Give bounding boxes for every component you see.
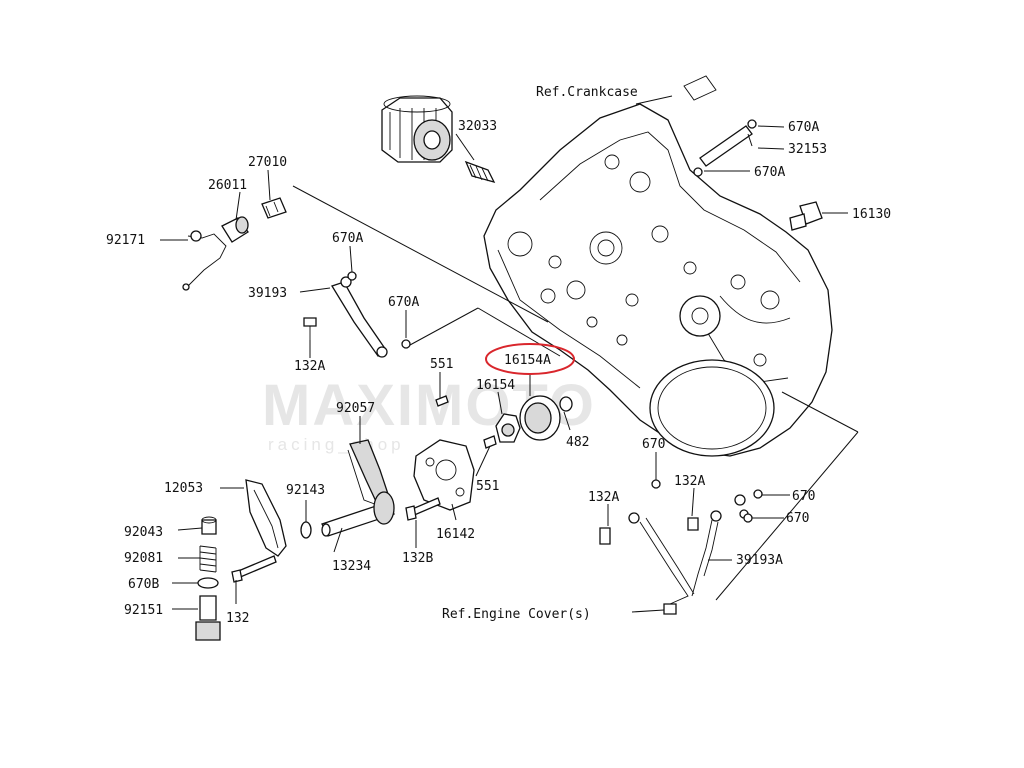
part-label-132B: 132B: [402, 551, 433, 566]
part-label-12053: 12053: [164, 481, 203, 496]
pipe-39193-left: [331, 271, 411, 358]
washer-482: [559, 396, 573, 412]
switch-27010: [261, 197, 287, 219]
sprocket-shaft-13234: [321, 491, 395, 537]
part-label-132A-right2: 132A: [674, 474, 705, 489]
part-label-32153: 32153: [788, 142, 827, 157]
plug-92151: [195, 595, 221, 641]
part-number-labels: 32033 670A 32153 670A 27010 26011 92171 …: [106, 119, 891, 626]
guide-12053: [245, 479, 287, 557]
part-label-13234: 13234: [332, 559, 371, 574]
pin-551-bottom: [483, 435, 497, 449]
collar-92143: [300, 521, 312, 539]
part-label-16154A: 16154A: [504, 353, 551, 368]
part-label-670A-left1: 670A: [332, 231, 363, 246]
part-label-16142: 16142: [436, 527, 475, 542]
part-label-26011: 26011: [208, 178, 247, 193]
part-label-92171: 92171: [106, 233, 145, 248]
pin-551-top: [435, 395, 449, 407]
plunger-92043: [201, 516, 217, 535]
ref-engine-cover-label: Ref.Engine Cover(s): [442, 607, 591, 622]
lead-92171: [182, 230, 227, 291]
pipe-39193A-right: [628, 479, 763, 605]
part-label-16154: 16154: [476, 378, 515, 393]
part-label-670-right1: 670: [642, 437, 665, 452]
part-label-27010: 27010: [248, 155, 287, 170]
crankcase-drawing: [483, 75, 833, 457]
bolt-132-long: [231, 555, 277, 583]
oil-filter: [381, 95, 453, 163]
assembly-guide-lines: [292, 185, 859, 601]
bolt-132B: [405, 497, 441, 521]
oil-pump-rotor-16154: [495, 413, 521, 443]
bolt-132A-left: [303, 317, 317, 340]
o-ring-670B: [197, 577, 219, 589]
watermark-tagline: racing_shop: [268, 435, 405, 454]
part-label-132A-right1: 132A: [588, 490, 619, 505]
oil-pump-rotor-16154A: [519, 395, 561, 441]
part-label-92043: 92043: [124, 525, 163, 540]
part-label-132: 132: [226, 611, 249, 626]
cap-26011: [221, 216, 249, 243]
part-label-16130: 16130: [852, 207, 891, 222]
part-label-670A-top2: 670A: [754, 165, 785, 180]
bolts-132A-right: [599, 517, 699, 615]
part-label-92151: 92151: [124, 603, 163, 618]
part-label-670B: 670B: [128, 577, 159, 592]
part-label-92143: 92143: [286, 483, 325, 498]
part-label-670A-left2: 670A: [388, 295, 419, 310]
part-label-92081: 92081: [124, 551, 163, 566]
oil-filter-nipple-32033: [464, 160, 496, 184]
ref-crankcase-label: Ref.Crankcase: [536, 85, 638, 100]
part-label-670-right3: 670: [786, 511, 809, 526]
part-label-132A-left: 132A: [294, 359, 325, 374]
leader-lines: [160, 95, 848, 613]
part-label-670A-top1: 670A: [788, 120, 819, 135]
part-label-670-right2: 670: [792, 489, 815, 504]
part-label-482: 482: [566, 435, 589, 450]
switch-16130: [789, 201, 823, 231]
pipe-32153: [693, 119, 757, 177]
highlight-ring: [485, 343, 575, 375]
part-label-32033: 32033: [458, 119, 497, 134]
part-label-551-top: 551: [430, 357, 453, 372]
part-label-92057: 92057: [336, 401, 375, 416]
part-label-551-bottom: 551: [476, 479, 499, 494]
part-label-39193A: 39193A: [736, 553, 783, 568]
oil-pump-16142: [413, 439, 475, 511]
spring-92081: [199, 545, 217, 573]
part-label-39193: 39193: [248, 286, 287, 301]
